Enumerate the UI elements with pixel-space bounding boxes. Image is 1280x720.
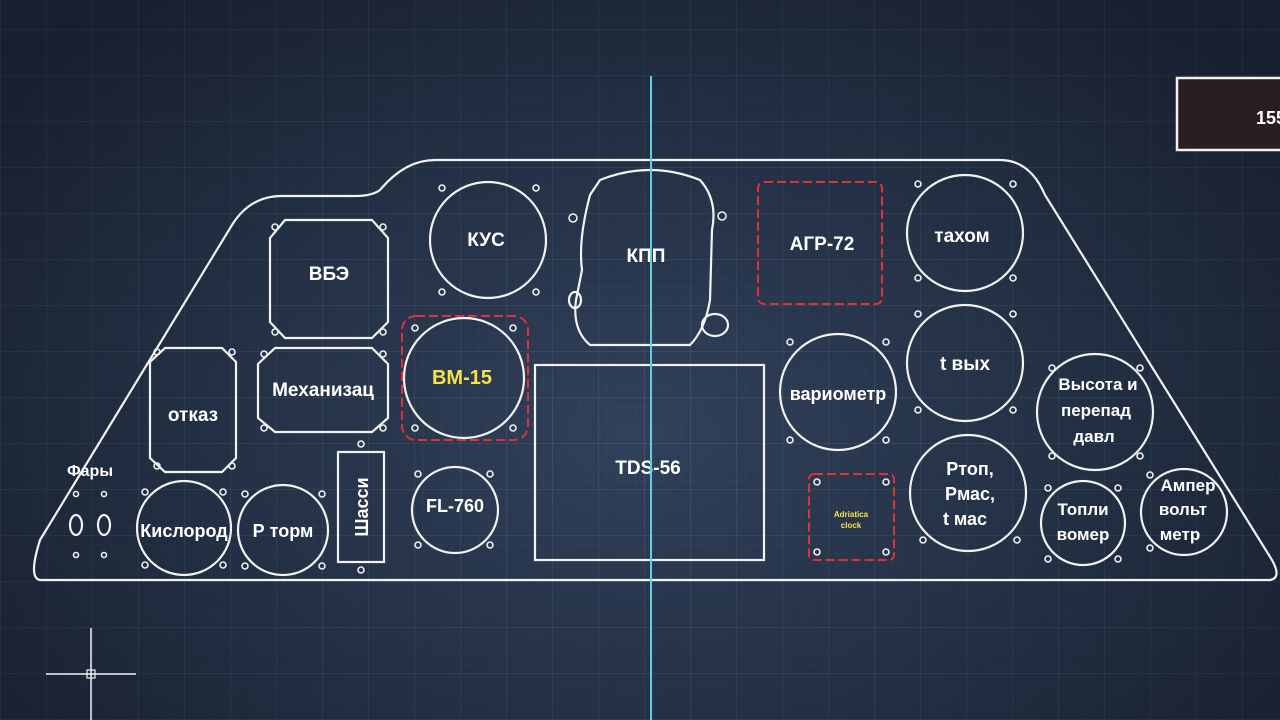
gauge-otkaz[interactable]: отказ bbox=[148, 346, 238, 474]
gauge-ampervoltmetr[interactable]: Ампер вольт метр bbox=[1139, 467, 1229, 557]
gauge-adriatica-clock[interactable]: Adriatica clock bbox=[808, 473, 895, 561]
gauge-ptop-pmas-tmas[interactable]: Ртоп, Рмас, t мас bbox=[908, 433, 1028, 553]
display-tds56[interactable]: TDS-56 bbox=[533, 363, 766, 562]
label-ampervolt-line1: Ампер bbox=[1161, 476, 1216, 495]
label-t-vyh: t вых bbox=[940, 354, 991, 375]
label-kpp: КПП bbox=[627, 246, 666, 267]
label-tds56: TDS-56 bbox=[615, 458, 680, 479]
panel-outline bbox=[32, 158, 1278, 582]
label-shassi: Шасси bbox=[352, 477, 372, 536]
label-fl760: FL-760 bbox=[426, 496, 484, 516]
gauge-t-vyh[interactable]: t вых bbox=[905, 303, 1025, 423]
readout-text: 155 bbox=[1256, 108, 1280, 128]
label-mehanizaciya: Механизац bbox=[272, 380, 374, 401]
label-toplivomer-line2: вомер bbox=[1057, 525, 1110, 544]
gauge-tahom[interactable]: тахом bbox=[905, 173, 1025, 293]
gauge-bm15[interactable]: BM-15 bbox=[401, 315, 529, 441]
gauge-kus[interactable]: КУС bbox=[428, 180, 548, 300]
label-tahom: тахом bbox=[934, 226, 989, 247]
gauge-vysota-perepad[interactable]: Высота и перепад давл bbox=[1035, 352, 1155, 472]
label-toplivomer-line1: Топли bbox=[1057, 500, 1108, 519]
label-p-torm: Р торм bbox=[253, 521, 314, 541]
gauge-fl760[interactable]: FL-760 bbox=[410, 465, 500, 555]
label-adriatica-line1: Adriatica bbox=[834, 510, 869, 519]
label-vysota-line3: давл bbox=[1073, 427, 1114, 446]
gauge-variometr[interactable]: вариометр bbox=[778, 332, 898, 452]
gauge-vbe[interactable]: ВБЭ bbox=[268, 218, 390, 340]
gauge-kislorod[interactable]: Кислород bbox=[135, 479, 233, 577]
gauge-kpp[interactable]: КПП bbox=[567, 168, 730, 347]
label-ampervolt-line2: вольт bbox=[1159, 500, 1207, 519]
label-adriatica-line2: clock bbox=[841, 521, 862, 530]
label-vbe: ВБЭ bbox=[309, 264, 349, 285]
label-ptop-line3: t мас bbox=[943, 509, 987, 529]
gauge-mehanizaciya[interactable]: Механизац bbox=[256, 346, 390, 434]
crosshair-cursor-icon bbox=[46, 628, 136, 720]
label-bm15: BM-15 bbox=[432, 367, 492, 389]
label-otkaz: отказ bbox=[168, 405, 218, 426]
switch-shassi[interactable]: Шасси bbox=[336, 440, 386, 574]
gauge-p-torm[interactable]: Р торм bbox=[236, 483, 330, 577]
label-agr72: АГР-72 bbox=[790, 234, 855, 255]
label-fary: Фары bbox=[67, 463, 113, 480]
label-ampervolt-line3: метр bbox=[1160, 525, 1201, 544]
switch-fary[interactable]: Фары bbox=[67, 463, 113, 559]
readout-box bbox=[1175, 76, 1280, 152]
label-vysota-line2: перепад bbox=[1061, 401, 1131, 420]
label-ptop-line2: Рмас, bbox=[945, 484, 995, 504]
label-ptop-line1: Ртоп, bbox=[946, 459, 993, 479]
label-kislorod: Кислород bbox=[140, 521, 228, 541]
gauge-agr72[interactable]: АГР-72 bbox=[757, 181, 883, 305]
label-vysota-line1: Высота и bbox=[1058, 375, 1137, 394]
label-kus: КУС bbox=[467, 230, 505, 251]
label-variometr: вариометр bbox=[790, 384, 887, 404]
gauge-toplivomer[interactable]: Топли вомер bbox=[1039, 479, 1127, 567]
